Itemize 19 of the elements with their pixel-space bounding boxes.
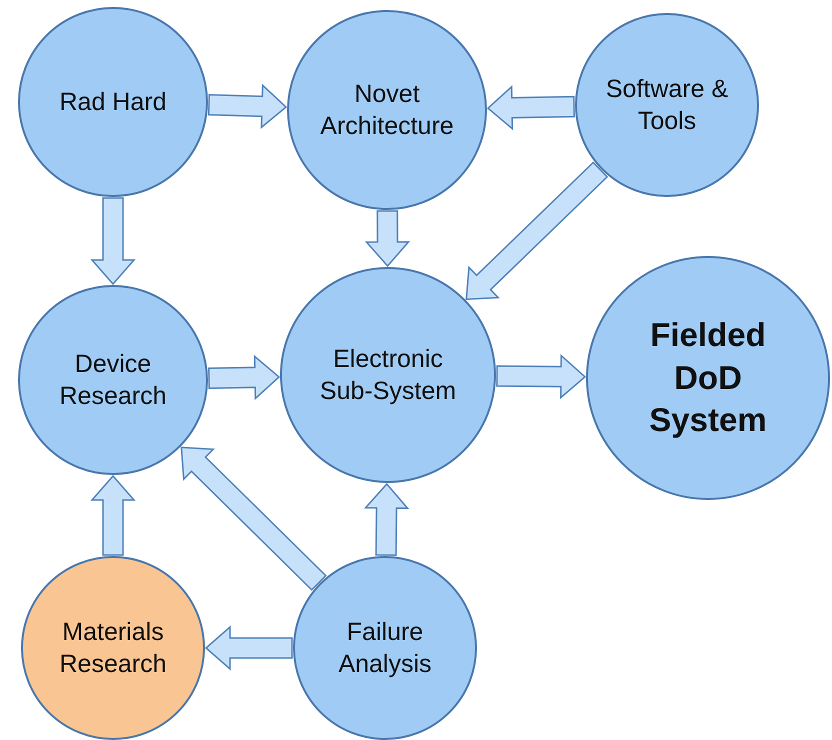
block-arrow (180, 446, 327, 591)
block-arrow (364, 210, 410, 268)
block-arrow (204, 625, 293, 671)
block-arrow (496, 354, 586, 400)
block-arrow (208, 354, 280, 400)
block-arrow (466, 161, 608, 300)
block-arrow (208, 84, 288, 129)
block-arrow (364, 482, 410, 556)
block-arrow (486, 85, 575, 130)
block-arrow (90, 197, 136, 286)
node-label: Failure Analysis (337, 616, 433, 680)
node-label: Electronic Sub-System (318, 344, 458, 407)
node-label: Novet Architecture (319, 78, 455, 142)
node-label: Materials Research (58, 616, 168, 680)
node-label: Rad Hard (60, 86, 166, 118)
node-label: Fielded DoD System (648, 314, 768, 440)
block-arrow (90, 474, 136, 556)
node-label: Device Research (58, 348, 168, 412)
node-label: Software & Tools (604, 74, 730, 137)
